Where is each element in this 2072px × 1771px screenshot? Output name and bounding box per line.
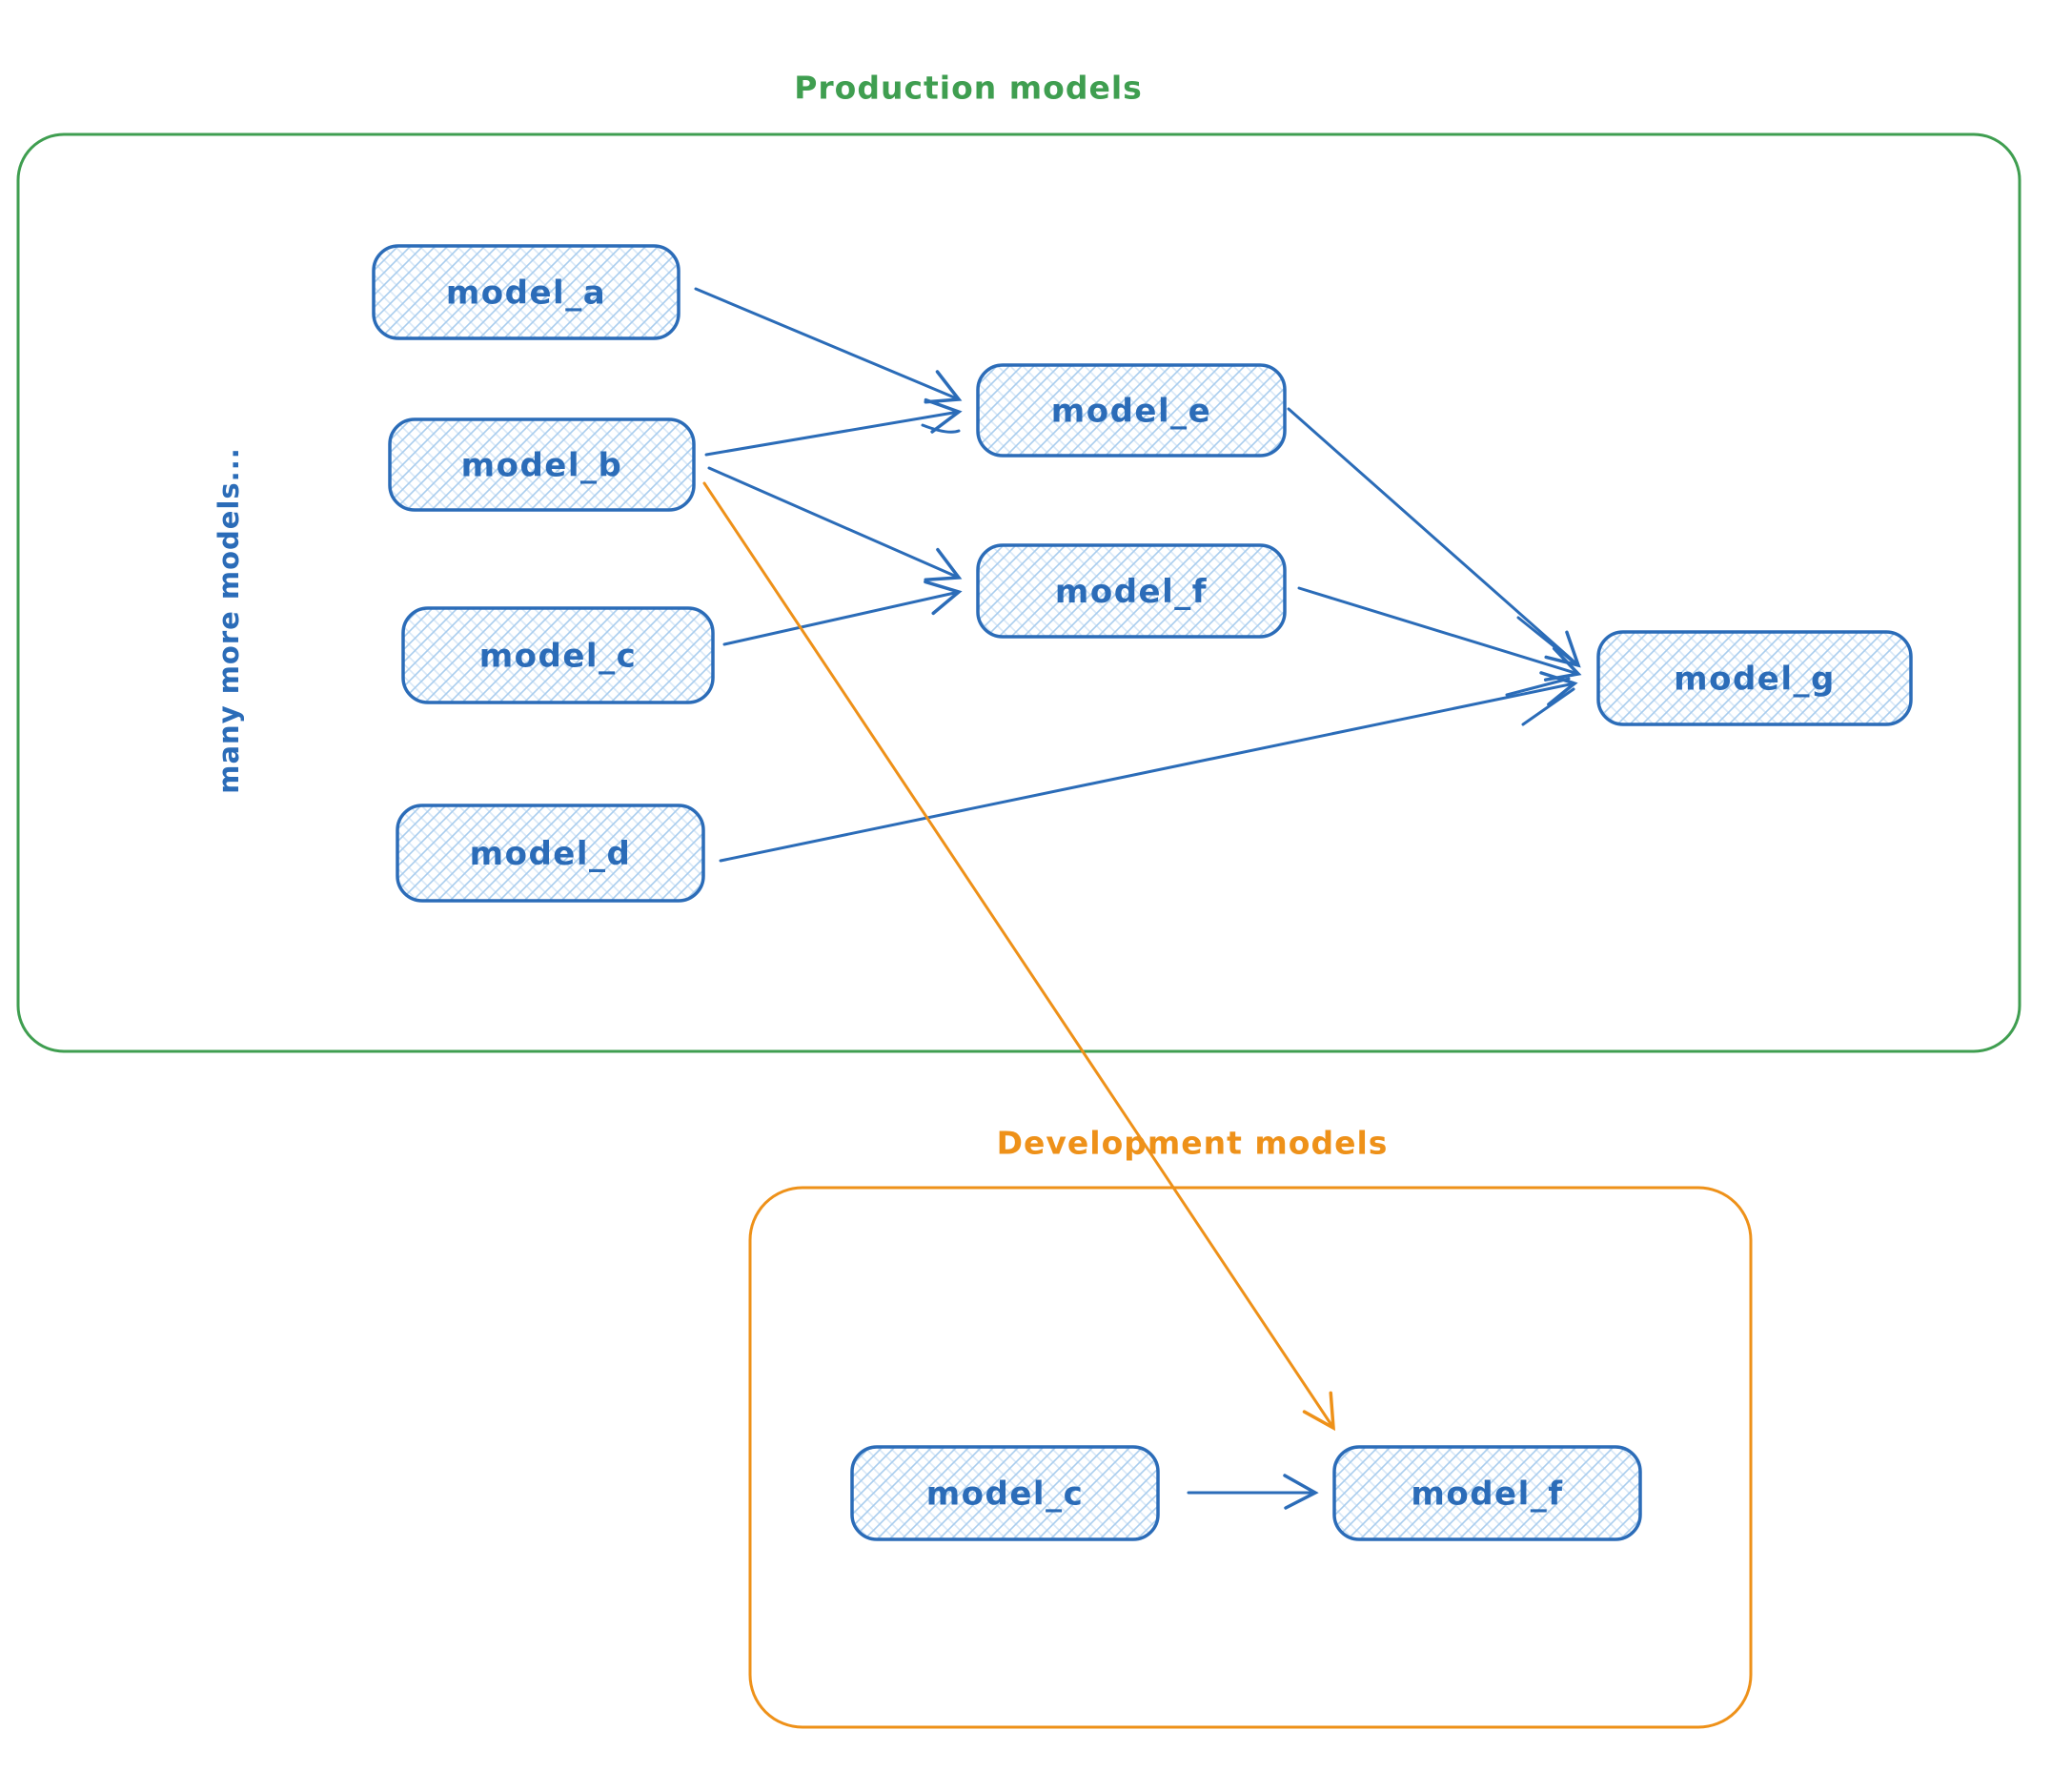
node-model_e[interactable] — [976, 363, 1287, 458]
node-model_b[interactable] — [388, 417, 696, 512]
node-model_b-label: model_b — [461, 447, 623, 485]
edge-model_d-to-model_g[interactable] — [719, 671, 1578, 863]
production-group-frame[interactable] — [16, 132, 2021, 1053]
edge-model_b-to-model_f[interactable] — [707, 466, 963, 581]
node-model_e-label: model_e — [1051, 393, 1211, 431]
node-model_f-label: model_f — [1055, 573, 1208, 611]
node-model_c-label: model_c — [479, 638, 638, 676]
node-model_g[interactable] — [1596, 630, 1913, 726]
node-dev_model_f[interactable] — [1332, 1445, 1642, 1541]
node-model_c[interactable] — [401, 606, 715, 704]
node-model_d[interactable] — [396, 804, 705, 903]
edge-model_b-to-dev_model_f[interactable] — [702, 481, 1335, 1432]
development-group-frame[interactable] — [748, 1186, 1753, 1729]
node-model_a-label: model_a — [446, 275, 606, 313]
node-dev_model_c[interactable] — [850, 1445, 1160, 1541]
sketch-arrowhead-strays — [921, 423, 1575, 726]
edge-model_e-to-model_g[interactable] — [1287, 407, 1581, 668]
node-model_f[interactable] — [976, 543, 1287, 639]
edge-model_c-to-model_f[interactable] — [722, 580, 963, 646]
development-group-title: Development models — [996, 1124, 1389, 1162]
node-dev_model_c-label: model_c — [926, 1476, 1085, 1514]
edge-model_b-to-model_e[interactable] — [704, 397, 963, 457]
edge-model_a-to-model_e[interactable] — [694, 287, 963, 404]
node-dev_model_f-label: model_f — [1411, 1476, 1563, 1514]
edge-model_f-to-model_g[interactable] — [1297, 586, 1582, 682]
node-model_g-label: model_g — [1674, 661, 1836, 699]
production-group-title: Production models — [794, 69, 1143, 107]
node-model_d-label: model_d — [470, 835, 632, 873]
node-model_a[interactable] — [372, 244, 681, 340]
